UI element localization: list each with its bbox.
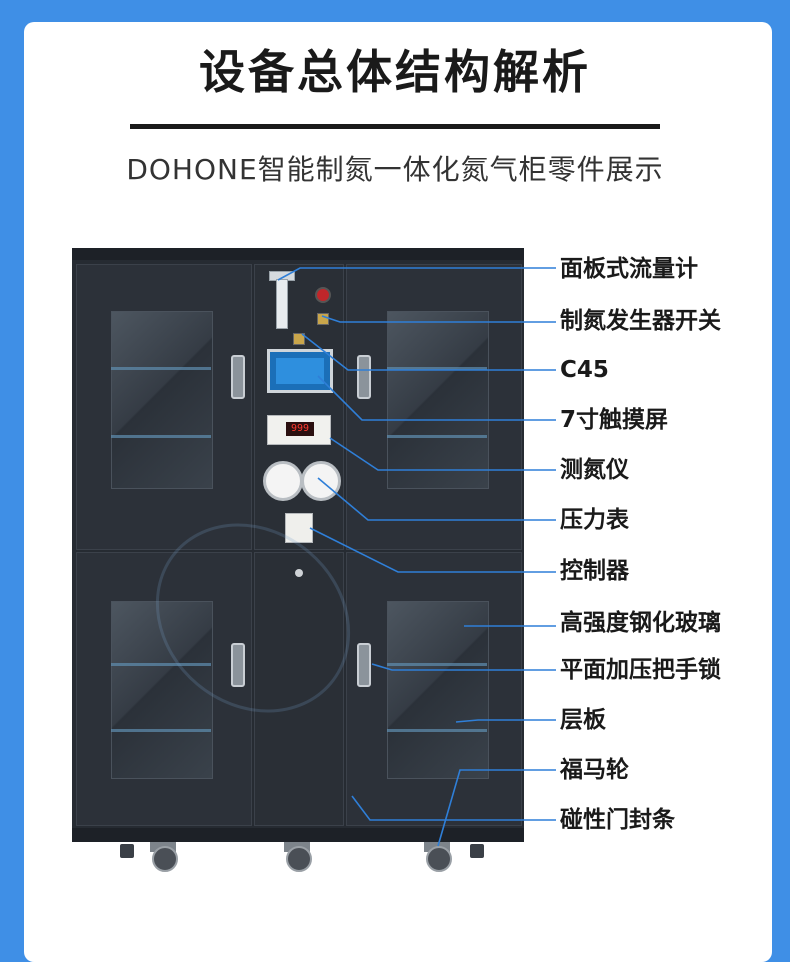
nitrogen-analyzer-icon: 999 — [267, 415, 331, 445]
label-flat-lock: 平面加压把手锁 — [560, 657, 721, 683]
glass-upper-right — [387, 311, 489, 489]
power-switch-icon — [315, 287, 331, 303]
analyzer-reading: 999 — [286, 422, 314, 436]
door-upper-right — [346, 264, 522, 550]
page-subtitle: DOHONE智能制氮一体化氮气柜零件展示 — [126, 153, 664, 186]
leveling-foot-icon — [120, 844, 134, 858]
door-lower-left — [76, 552, 252, 826]
c45-switch-icon — [293, 333, 305, 345]
caster-icon — [426, 846, 452, 872]
label-touchscreen: 7寸触摸屏 — [560, 407, 669, 433]
glass-lower-left — [111, 601, 213, 779]
page-title: 设备总体结构解析 — [199, 45, 591, 99]
flowmeter-icon — [276, 279, 288, 329]
glass-upper-left — [111, 311, 213, 489]
shelf-line — [387, 729, 487, 732]
touchscreen-display — [276, 358, 324, 384]
cabinet-base — [72, 828, 524, 842]
label-controller: 控制器 — [560, 558, 629, 584]
label-c45: C45 — [560, 357, 609, 383]
pressure-gauge-icon — [263, 461, 303, 501]
shelf-line — [111, 729, 211, 732]
shelf-line — [387, 367, 487, 370]
keyhole-icon — [295, 569, 303, 577]
door-upper-left — [76, 264, 252, 550]
glass-lower-right — [387, 601, 489, 779]
door-lower-right — [346, 552, 522, 826]
label-nitrogen-switch: 制氮发生器开关 — [560, 308, 721, 334]
shelf-line — [387, 663, 487, 666]
label-pressure-gauge: 压力表 — [560, 507, 629, 533]
label-shelf: 层板 — [560, 707, 606, 733]
caster-icon — [152, 846, 178, 872]
caster-icon — [286, 846, 312, 872]
shelf-line — [111, 367, 211, 370]
label-magnetic-seal: 碰性门封条 — [560, 807, 675, 833]
door-handle — [357, 355, 371, 399]
shelf-line — [387, 435, 487, 438]
label-tempered-glass: 高强度钢化玻璃 — [560, 610, 721, 636]
door-lower-center — [254, 552, 344, 826]
shelf-line — [111, 663, 211, 666]
pressure-gauge-icon — [301, 461, 341, 501]
label-nitrogen-analyzer: 测氮仪 — [560, 457, 629, 483]
cabinet-top — [72, 248, 524, 260]
door-handle — [231, 643, 245, 687]
door-handle — [231, 355, 245, 399]
control-panel: 999 — [254, 264, 344, 550]
label-caster: 福马轮 — [560, 757, 629, 783]
label-flowmeter: 面板式流量计 — [560, 256, 698, 282]
shelf-line — [111, 435, 211, 438]
title-underline — [130, 124, 660, 129]
nitrogen-switch-icon — [317, 313, 329, 325]
touchscreen-icon — [267, 349, 333, 393]
door-handle — [357, 643, 371, 687]
leveling-foot-icon — [470, 844, 484, 858]
